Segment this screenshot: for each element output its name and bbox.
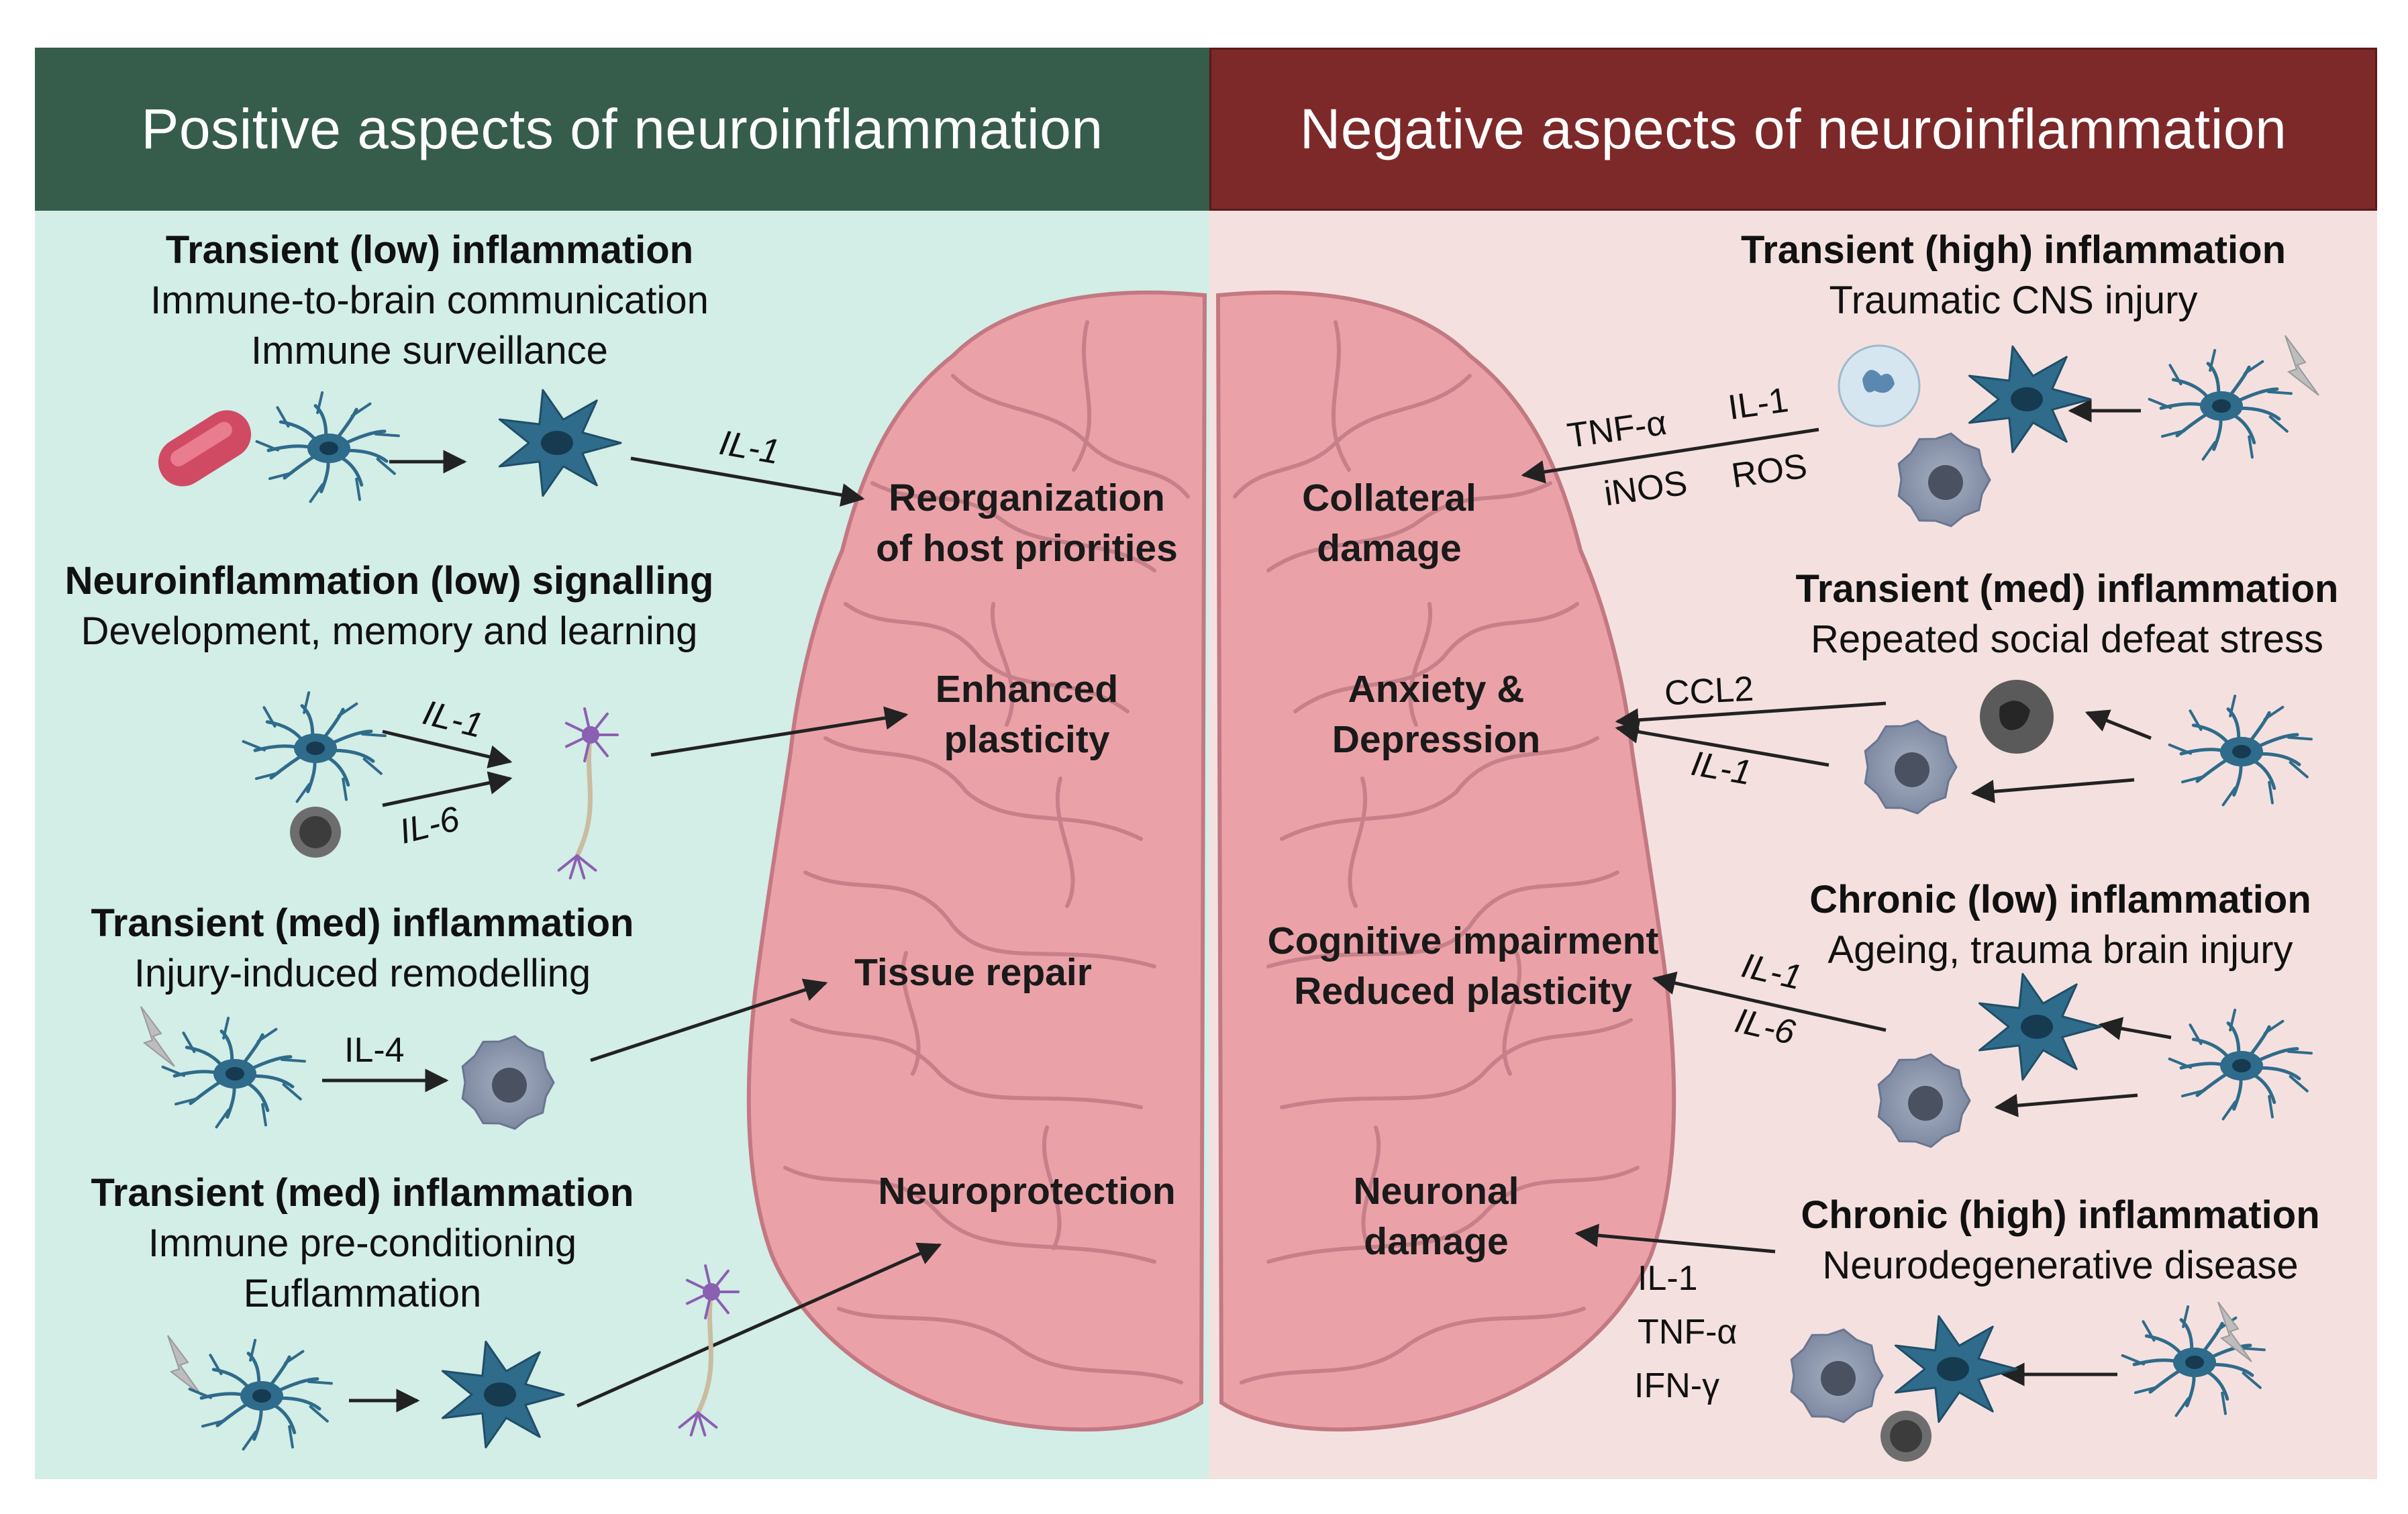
positive-header: Positive aspects of neuroinflammation (35, 48, 1209, 211)
block-title: Transient (high) inflammation (1740, 228, 2287, 272)
block-title: Transient (med) inflammation (91, 901, 634, 945)
arrow (1970, 778, 2135, 803)
macrophage-icon (1864, 719, 1958, 815)
microglia-icon (188, 1339, 333, 1451)
block-line: Immune pre-conditioning (148, 1221, 577, 1265)
outcome-reorganization: Reorganization of host priorities (876, 476, 1178, 570)
cytokine-label: IL-4 (344, 1031, 405, 1070)
activated-microglia-icon (441, 1340, 565, 1449)
block-line: Immune surveillance (251, 329, 608, 372)
cytokine-label: IFN-γ (1634, 1366, 1720, 1405)
outcome-anxiety-depression: Anxiety & Depression (1332, 668, 1541, 761)
lightning-icon (167, 1335, 202, 1396)
arrows (322, 399, 2172, 1413)
cytokine-label: IL-1 (1638, 1259, 1698, 1298)
arrow (630, 456, 865, 507)
block-title: Chronic (high) inflammation (1801, 1193, 2320, 1237)
arrow (576, 1242, 942, 1408)
right-block-1: Transient (high) inflammation Traumatic … (1718, 225, 2309, 325)
left-block-2: Neuroinflammation (low) signalling Devel… (54, 556, 725, 656)
microglia-icon (242, 691, 387, 803)
block-line: Development, memory and learning (81, 609, 698, 653)
cytokine-label: CCL2 (1663, 669, 1755, 713)
arrow (1615, 720, 1829, 767)
microglia-icon (161, 1017, 306, 1129)
microglia-icon (2148, 349, 2293, 461)
arrow (1615, 701, 1887, 732)
outcome-enhanced-plasticity: Enhanced plasticity (935, 668, 1119, 761)
block-line: Traumatic CNS injury (1829, 279, 2198, 322)
neuron-icon (557, 707, 619, 880)
lightning-icon (2217, 1301, 2252, 1362)
right-block-3: Chronic (low) inflammation Ageing, traum… (1772, 874, 2349, 975)
cytokine-label: IL-1 (1725, 381, 1791, 427)
activated-microglia-icon (498, 389, 622, 497)
negative-header: Negative aspects of neuroinflammation (1209, 48, 2377, 211)
outcome-neuronal-damage: Neuronal damage (1353, 1170, 1519, 1263)
left-block-1: Transient (low) inflammation Immune-to-b… (81, 225, 779, 376)
monocyte-icon (1980, 680, 2054, 754)
monocyte-icon (290, 807, 341, 858)
neuron-icon (678, 1264, 740, 1437)
monocyte-icon (1880, 1411, 1932, 1462)
block-line: Injury-induced remodelling (134, 952, 591, 995)
block-line: Neurodegenerative disease (1822, 1244, 2299, 1287)
lightning-icon (2285, 335, 2319, 396)
macrophage-icon (1877, 1053, 1971, 1148)
macrophage-icon (1790, 1328, 1884, 1423)
block-title: Transient (med) inflammation (91, 1171, 634, 1215)
block-line: Immune-to-brain communication (150, 279, 709, 322)
arrow (382, 771, 513, 807)
arrow (1652, 971, 1887, 1032)
arrow (590, 978, 828, 1062)
outcome-neuroprotection: Neuroprotection (878, 1170, 1176, 1213)
macrophage-icon (1897, 432, 1991, 527)
bacterium-icon (158, 410, 252, 487)
microglia-icon (2168, 695, 2313, 807)
brain-icon (746, 290, 1676, 1431)
activated-microglia-icon (1968, 345, 2092, 454)
block-title: Chronic (low) inflammation (1809, 878, 2311, 921)
block-line: Repeated social defeat stress (1810, 617, 2324, 661)
arrow (2098, 1017, 2172, 1040)
microglia-icon (2168, 1009, 2313, 1121)
activated-microglia-icon (1894, 1315, 2018, 1423)
cytokine-label: TNF-α (1638, 1313, 1738, 1352)
right-block-4: Chronic (high) inflammation Neurodegener… (1772, 1190, 2349, 1291)
outcome-collateral-damage: Collateral damage (1302, 476, 1476, 570)
macrophage-icon (461, 1035, 555, 1130)
arrow (650, 706, 909, 757)
outcome-cognitive-impairment: Cognitive impairment Reduced plasticity (1267, 919, 1659, 1013)
left-block-4: Transient (med) inflammation Immune pre-… (54, 1168, 671, 1319)
arrow (1574, 1223, 1776, 1254)
arrow (382, 729, 513, 768)
block-title: Neuroinflammation (low) signalling (64, 559, 714, 603)
microglia-icon (2121, 1305, 2266, 1417)
block-title: Transient (med) inflammation (1795, 567, 2339, 611)
neutrophil-icon (1838, 344, 1921, 427)
right-block-2: Transient (med) inflammation Repeated so… (1772, 564, 2362, 664)
block-line: Euflammation (243, 1272, 482, 1315)
arrow (2085, 709, 2152, 740)
block-line: Ageing, trauma brain injury (1827, 928, 2293, 972)
microglia-icon (255, 391, 400, 503)
outcome-tissue-repair: Tissue repair (854, 951, 1092, 994)
block-title: Transient (low) inflammation (165, 228, 694, 272)
activated-microglia-icon (1978, 972, 2102, 1081)
arrow (1521, 427, 1819, 484)
left-block-3: Transient (med) inflammation Injury-indu… (54, 898, 671, 999)
lightning-icon (140, 1006, 175, 1067)
arrow (1994, 1093, 2138, 1117)
